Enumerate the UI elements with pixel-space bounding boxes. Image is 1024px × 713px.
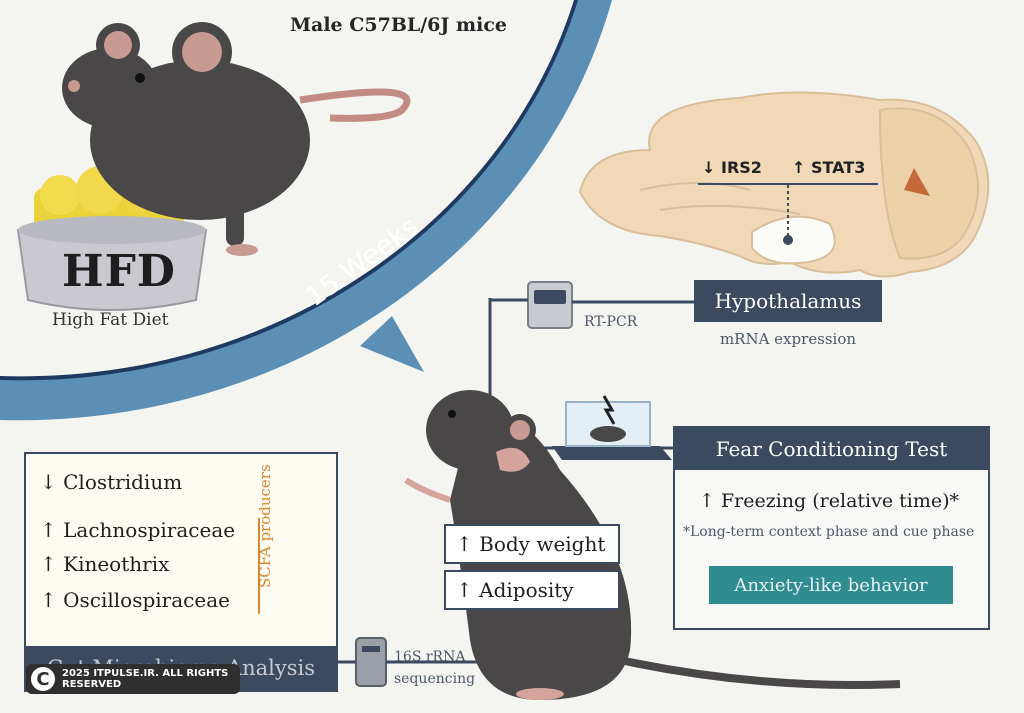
up-arrow-icon: ↑ bbox=[40, 518, 57, 542]
gut-item-kineothrix: ↑ Kineothrix bbox=[40, 552, 170, 576]
up-arrow-icon: ↑ bbox=[40, 552, 57, 576]
anxiety-behavior-badge: Anxiety-like behavior bbox=[709, 566, 953, 604]
rt-pcr-label: RT-PCR bbox=[584, 314, 638, 330]
rt-pcr-machine-icon bbox=[488, 281, 694, 402]
up-arrow-icon: ↑ bbox=[792, 158, 806, 177]
up-arrow-icon: ↑ bbox=[699, 490, 715, 512]
scfa-producers-label: SCFA producers bbox=[256, 464, 274, 588]
brain-icon bbox=[578, 91, 990, 278]
mouse-icon bbox=[62, 22, 411, 256]
mouse-strain-label: Male C57BL/6J mice bbox=[290, 14, 507, 36]
scfa-bracket-line bbox=[258, 518, 260, 614]
up-arrow-icon: ↑ bbox=[456, 578, 480, 602]
up-arrow-icon: ↑ bbox=[40, 588, 57, 612]
stat3-gene-label: ↑ STAT3 bbox=[792, 158, 866, 177]
gut-microbiome-panel: ↓ Clostridium ↑ Lachnospiraceae ↑ Kineot… bbox=[24, 452, 338, 692]
gut-item-lachnospiraceae: ↑ Lachnospiraceae bbox=[40, 518, 236, 542]
down-arrow-icon: ↓ bbox=[702, 158, 716, 177]
irs2-gene-label: ↓ IRS2 bbox=[702, 158, 762, 177]
hfd-label: HFD bbox=[62, 246, 176, 297]
high-fat-diet-label: High Fat Diet bbox=[52, 310, 169, 330]
body-weight-box: ↑ Body weight bbox=[444, 524, 620, 564]
up-arrow-icon: ↑ bbox=[456, 532, 480, 556]
copyright-watermark: 2025 ITPULSE.IR. ALL RIGHTS RESERVED bbox=[26, 664, 240, 694]
hypothalamus-box: Hypothalamus bbox=[694, 280, 882, 322]
fear-chamber-icon bbox=[528, 395, 673, 460]
gut-item-oscillospiraceae: ↑ Oscillospiraceae bbox=[40, 588, 230, 612]
fear-panel-title: Fear Conditioning Test bbox=[675, 428, 988, 470]
mrna-expression-label: mRNA expression bbox=[719, 330, 857, 348]
copyright-icon: C bbox=[28, 664, 58, 694]
down-arrow-icon: ↓ bbox=[40, 470, 57, 494]
freezing-result: ↑ Freezing (relative time)* bbox=[699, 490, 960, 512]
gut-item-clostridium: ↓ Clostridium bbox=[40, 470, 183, 494]
phase-note: *Long-term context phase and cue phase bbox=[683, 524, 975, 540]
adiposity-box: ↑ Adiposity bbox=[444, 570, 620, 610]
sequencing-label: 16S rRNA sequencing bbox=[394, 649, 476, 687]
fear-conditioning-panel: Fear Conditioning Test ↑ Freezing (relat… bbox=[673, 426, 990, 630]
